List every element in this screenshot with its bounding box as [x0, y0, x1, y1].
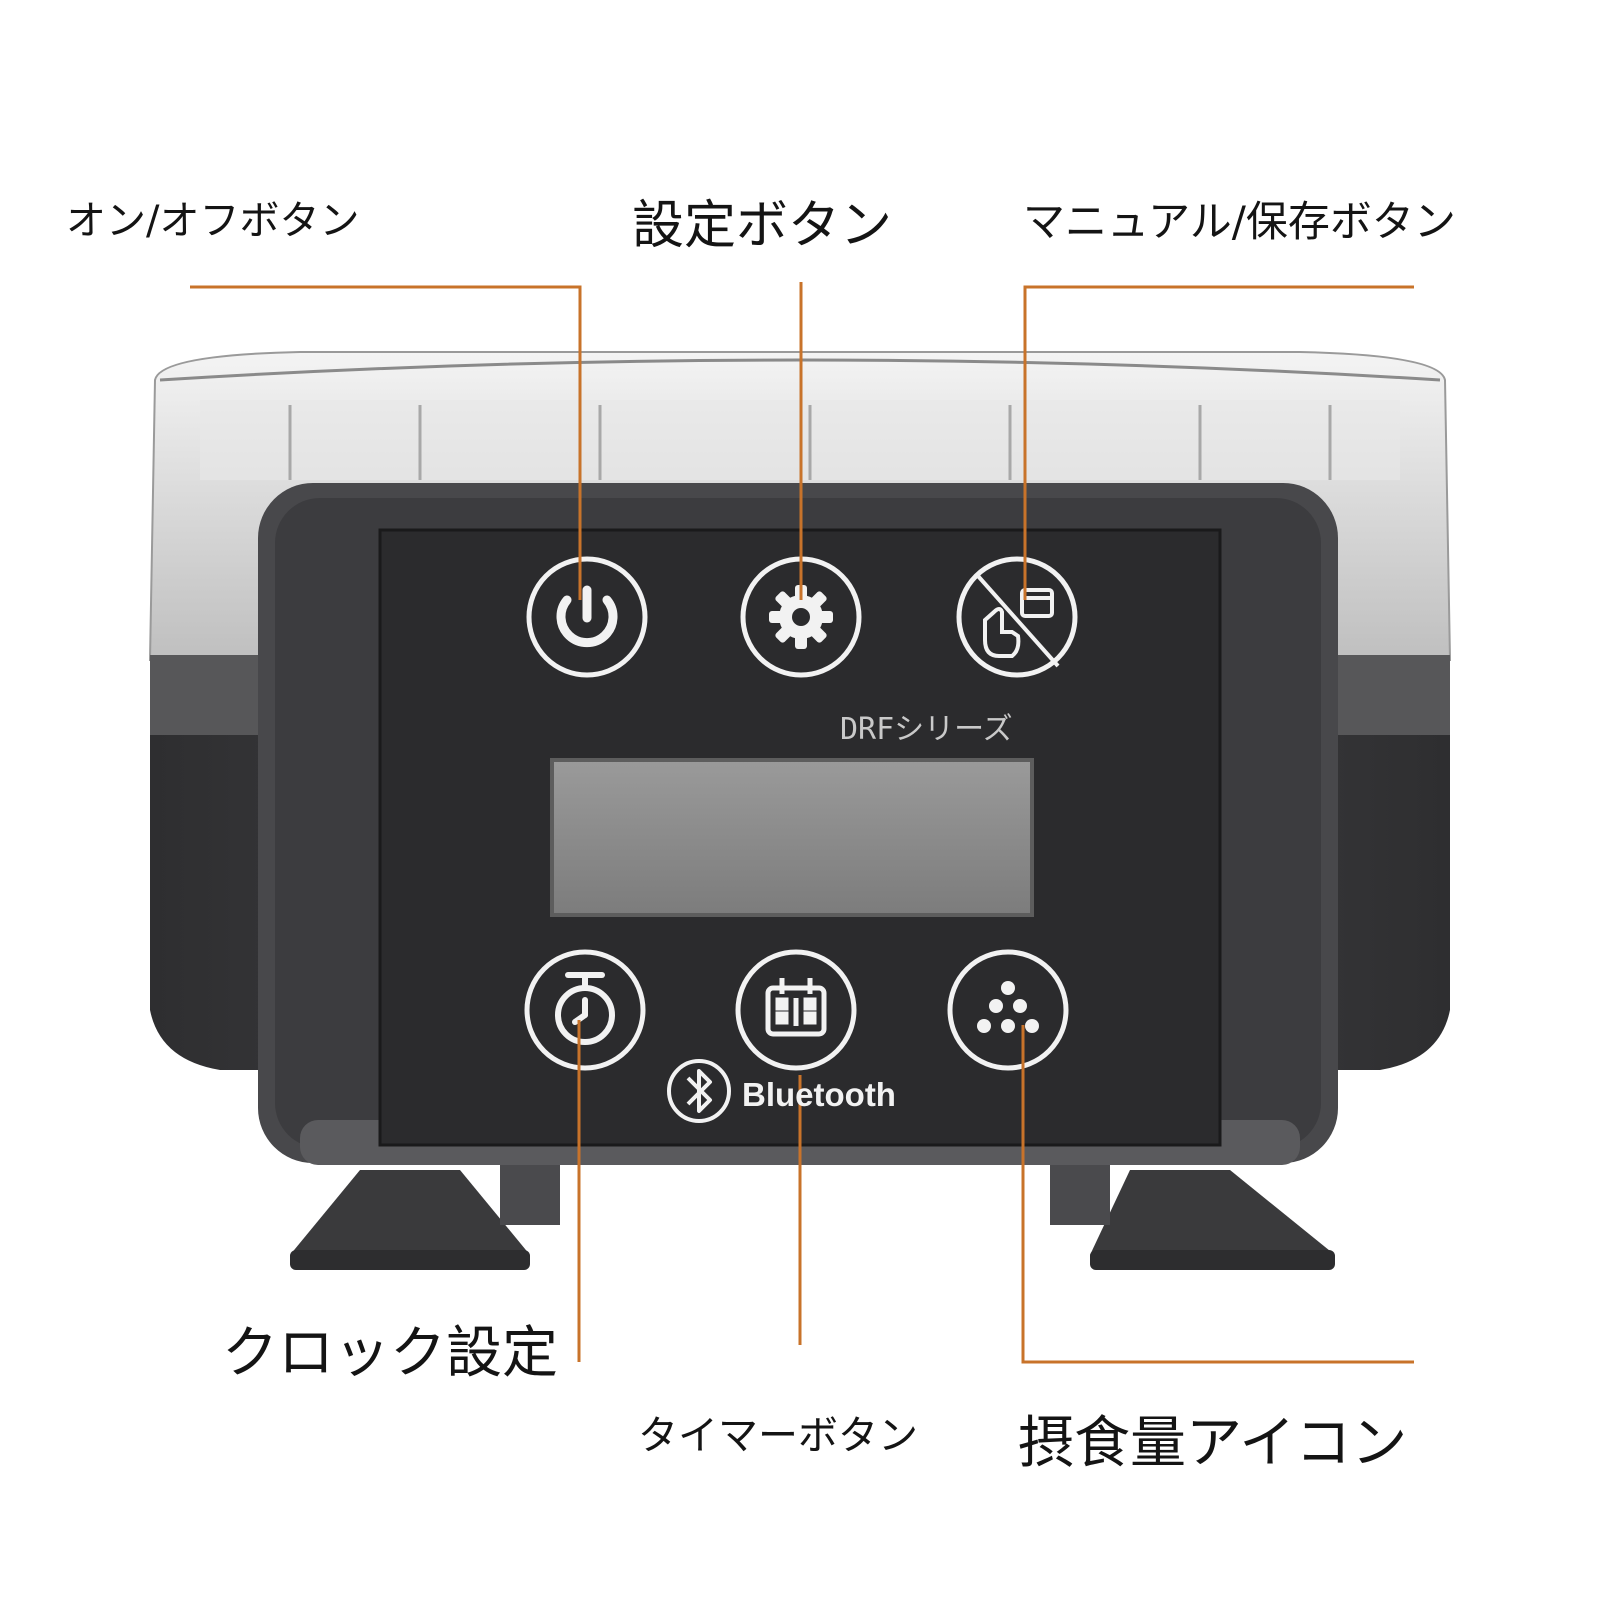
- power-icon: [556, 585, 618, 648]
- gear-icon: [769, 585, 833, 649]
- leader-line-manual: [1023, 285, 1414, 600]
- clock-button[interactable]: [524, 949, 646, 1071]
- bluetooth-icon: [667, 1059, 731, 1123]
- suction-feet: [290, 1165, 1335, 1270]
- power-button[interactable]: [526, 556, 648, 678]
- lcd-display: [550, 758, 1034, 917]
- callout-power: オン/オフボタン: [66, 198, 360, 244]
- model-name: DRFシリーズ: [840, 712, 1013, 747]
- leader-lines: [190, 282, 1414, 1364]
- food-portion-button[interactable]: [947, 949, 1069, 1071]
- bluetooth-label: Bluetooth: [742, 1076, 896, 1113]
- callout-clock: クロック設定: [222, 1321, 558, 1386]
- manual-save-icon: [976, 574, 1060, 668]
- stopwatch-icon: [555, 972, 615, 1045]
- callout-intake: 摂食量アイコン: [1018, 1411, 1408, 1476]
- leader-line-intake: [1021, 1025, 1414, 1364]
- callout-settings: 設定ボタン: [632, 196, 893, 256]
- timer-calendar-icon: [765, 978, 827, 1037]
- timer-button[interactable]: [735, 949, 857, 1071]
- food-portion-icon: [977, 981, 1039, 1033]
- leader-line-power: [190, 285, 582, 600]
- callout-timer: タイマーボタン: [638, 1413, 918, 1459]
- manual-save-button[interactable]: [956, 556, 1078, 678]
- callout-manual-save: マニュアル/保存ボタン: [1023, 197, 1456, 246]
